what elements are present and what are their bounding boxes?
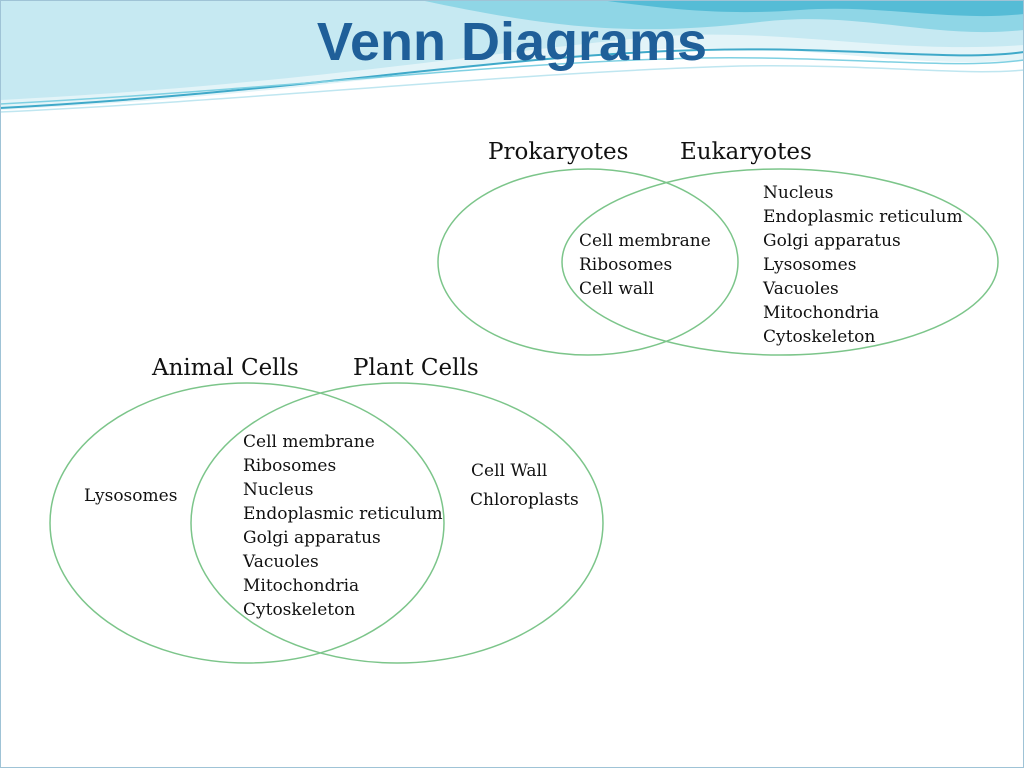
list-item: Cell membrane	[243, 432, 375, 452]
list-item: Mitochondria	[763, 303, 880, 323]
list-item: Endoplasmic reticulum	[243, 504, 443, 524]
list-item: Golgi apparatus	[243, 528, 381, 548]
animal-cells-circle	[49, 382, 445, 664]
list-item: Vacuoles	[243, 552, 319, 572]
plant-cells-label: Plant Cells	[353, 355, 479, 381]
plant-only-cell-wall: Cell Wall	[471, 461, 548, 481]
list-item: Cell membrane	[579, 231, 711, 251]
list-item: Cytoskeleton	[763, 327, 876, 347]
eukaryotes-label: Eukaryotes	[680, 139, 812, 165]
eukaryotes-only-list: Nucleus Endoplasmic reticulum Golgi appa…	[763, 181, 963, 349]
animal-plant-shared-list: Cell membrane Ribosomes Nucleus Endoplas…	[243, 430, 443, 622]
prokaryotes-eukaryotes-shared-list: Cell membrane Ribosomes Cell wall	[579, 229, 711, 301]
animal-cells-label: Animal Cells	[152, 355, 299, 381]
plant-only-chloroplasts: Chloroplasts	[470, 490, 579, 510]
list-item: Mitochondria	[243, 576, 360, 596]
prokaryotes-circle	[437, 168, 739, 356]
slide-title: Venn Diagrams	[316, 12, 708, 72]
list-item: Nucleus	[763, 183, 834, 203]
list-item: Lysosomes	[763, 255, 857, 275]
list-item: Endoplasmic reticulum	[763, 207, 963, 227]
prokaryotes-label: Prokaryotes	[488, 139, 629, 165]
list-item: Golgi apparatus	[763, 231, 901, 251]
list-item: Nucleus	[243, 480, 314, 500]
list-item: Ribosomes	[243, 456, 337, 476]
list-item: Ribosomes	[579, 255, 673, 275]
header-wave-decoration	[0, 0, 1024, 113]
eukaryotes-circle	[561, 168, 999, 356]
list-item: Vacuoles	[763, 279, 839, 299]
animal-only-item: Lysosomes	[84, 486, 178, 506]
list-item: Cytoskeleton	[243, 600, 356, 620]
list-item: Cell wall	[579, 279, 654, 299]
plant-cells-circle	[190, 382, 604, 664]
